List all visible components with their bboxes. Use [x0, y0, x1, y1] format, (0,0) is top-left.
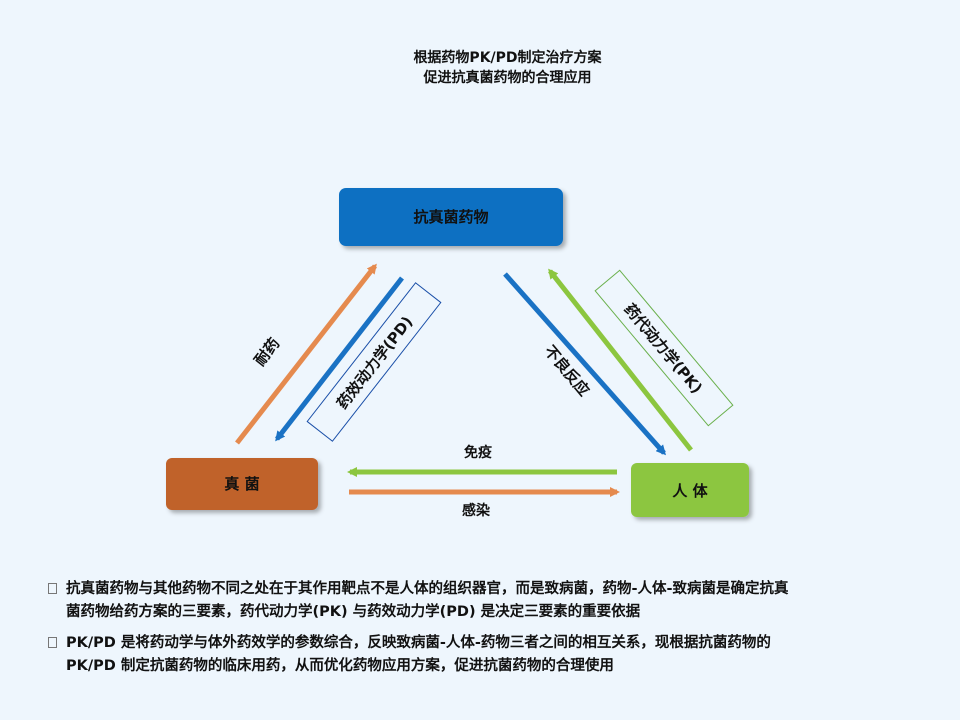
node-fungus-label: 真 菌: [224, 475, 259, 493]
label-infection: 感染: [462, 502, 491, 519]
bullet-line: 抗真菌药物与其他药物不同之处在于其作用靶点不是人体的组织器官，而是致病菌，药物-…: [66, 581, 789, 597]
node-human: 人 体: [631, 463, 749, 517]
bullet-item: PK/PD 是将药动学与体外药效学的参数综合，反映致病菌-人体-药物三者之间的相…: [48, 632, 943, 678]
label-pharmacodynamics: 药效动力学(PD): [306, 282, 442, 442]
bullet-line: 菌药物给药方案的三要素，药代动力学(PK) 与药效动力学(PD) 是决定三要素的…: [66, 604, 641, 620]
bullet-icon: [48, 637, 57, 648]
label-immunity: 免疫: [464, 444, 492, 461]
title-line-2: 促进抗真菌药物的合理应用: [423, 70, 592, 86]
title-line-1: 根据药物PK/PD制定治疗方案: [413, 50, 602, 66]
node-drug-label: 抗真菌药物: [413, 208, 488, 226]
pk-pd-diagram: 抗真菌药物 真 菌 人 体 耐药 药效动力学(PD) 不良反应 药代动力学(PK…: [166, 188, 749, 519]
label-pharmacokinetics-text: 药代动力学(PK): [621, 300, 706, 397]
bullet-list: 抗真菌药物与其他药物不同之处在于其作用靶点不是人体的组织器官，而是致病菌，药物-…: [48, 578, 943, 686]
node-drug: 抗真菌药物: [339, 188, 563, 246]
node-fungus: 真 菌: [166, 458, 318, 510]
arrow-pharmacodynamics: [275, 276, 404, 442]
label-adverse-reaction: 不良反应: [541, 342, 593, 400]
label-pharmacodynamics-text: 药效动力学(PD): [333, 313, 416, 412]
label-resistance: 耐药: [251, 335, 284, 370]
bullet-line: PK/PD 是将药动学与体外药效学的参数综合，反映致病菌-人体-药物三者之间的相…: [66, 635, 771, 651]
arrow-resistance: [235, 263, 377, 445]
bullet-line: PK/PD 制定抗菌药物的临床用药，从而优化药物应用方案，促进抗菌药物的合理使用: [66, 658, 614, 674]
node-human-label: 人 体: [672, 482, 708, 500]
arrow-adverse-reaction: [503, 272, 666, 456]
title-block: 根据药物PK/PD制定治疗方案 促进抗真菌药物的合理应用: [0, 48, 960, 88]
arrow-pharmacokinetics: [548, 268, 693, 452]
bullet-item: 抗真菌药物与其他药物不同之处在于其作用靶点不是人体的组织器官，而是致病菌，药物-…: [48, 578, 943, 624]
bullet-icon: [48, 583, 57, 594]
